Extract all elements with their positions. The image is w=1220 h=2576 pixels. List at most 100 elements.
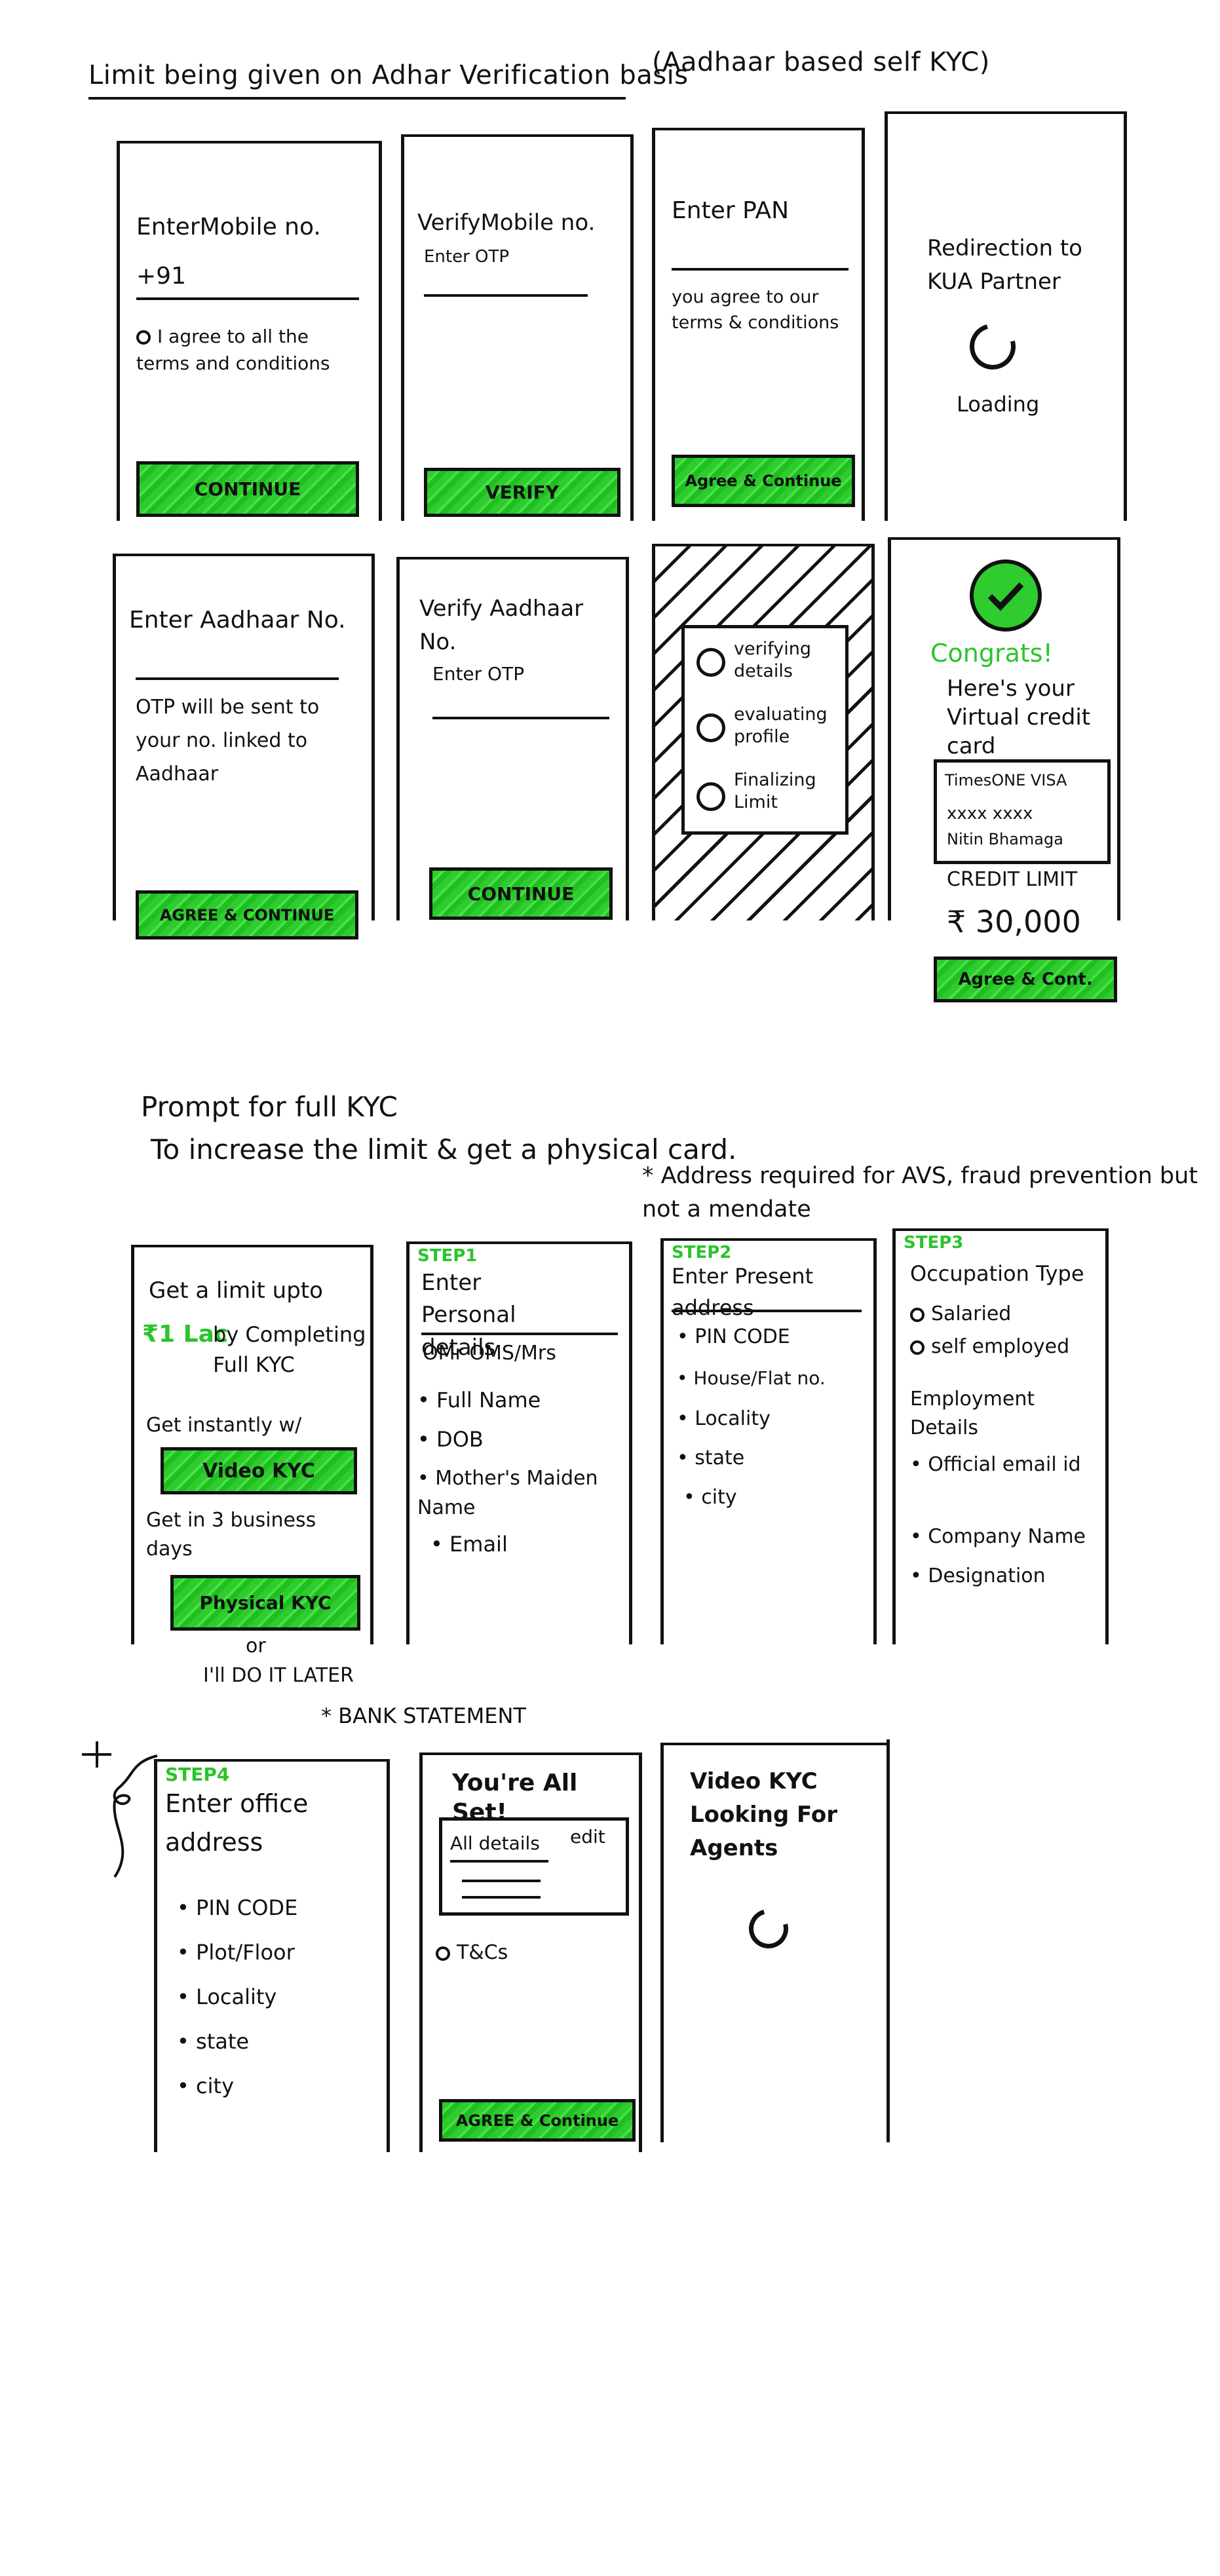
mobile-input[interactable] [136, 297, 359, 300]
field-locality[interactable]: Locality [177, 1982, 276, 2012]
country-code: +91 [136, 263, 186, 290]
field-email[interactable]: Email [430, 1529, 508, 1559]
checkbox-icon[interactable] [436, 1946, 450, 1961]
continue-button[interactable]: CONTINUE [429, 867, 613, 920]
screen-upgrade-kyc: Get a limit upto ₹1 Lac by Completing Fu… [131, 1245, 373, 1644]
screen-title: Enter PAN [672, 197, 790, 224]
limit-amount: ₹1 Lac [142, 1321, 229, 1348]
tnc-checkbox-row[interactable]: T&Cs [436, 1939, 508, 1967]
brace-plus-icon [82, 1741, 158, 1878]
details-line [462, 1880, 541, 1882]
agree-continue-button[interactable]: Agree & Continue [672, 455, 855, 507]
progress-popup: verifying details evaluating profile Fin… [681, 625, 848, 835]
loading-spinner-icon [742, 1902, 795, 1956]
screen-step1-personal: STEP1 Enter Personal details OMr OMS/Mrs… [406, 1241, 632, 1644]
or-text: or [246, 1635, 266, 1657]
step-label: STEP4 [165, 1764, 230, 1785]
occupation-title: Occupation Type [910, 1261, 1084, 1286]
full-kyc-prompt-subtitle: To increase the limit & get a physical c… [151, 1133, 737, 1165]
otp-label: Enter OTP [432, 663, 525, 685]
full-kyc-prompt-title: Prompt for full KYC [141, 1091, 398, 1123]
card-number: xxxx xxxx [947, 804, 1033, 824]
bank-statement-note: * BANK STATEMENT [321, 1703, 526, 1728]
field-pin-code[interactable]: PIN CODE [677, 1323, 790, 1352]
page-title: Limit being given on Adhar Verification … [88, 60, 689, 90]
terms-checkbox-row[interactable]: I agree to all the terms and conditions [136, 324, 366, 377]
screen-step2-present-address: STEP2 Enter Present address PIN CODE Hou… [660, 1238, 877, 1644]
aadhaar-input[interactable] [136, 677, 339, 680]
credit-limit-label: CREDIT LIMIT [947, 868, 1078, 891]
verify-button[interactable]: VERIFY [424, 468, 620, 517]
otp-input[interactable] [432, 717, 609, 719]
checkbox-icon[interactable] [136, 330, 151, 345]
pan-input[interactable] [672, 268, 848, 271]
otp-label: Enter OTP [424, 247, 510, 267]
screen-redirection: Redirection to KUA Partner Loading [885, 111, 1127, 521]
step-dot-icon [696, 648, 725, 677]
agree-continue-button[interactable]: AGREE & CONTINUE [136, 890, 358, 939]
do-it-later-link[interactable]: I'll DO IT LATER [203, 1664, 354, 1687]
screen-enter-aadhaar: Enter Aadhaar No. OTP will be sent to yo… [113, 554, 375, 939]
option-self-employed[interactable]: self employed [910, 1333, 1069, 1361]
pan-terms: you agree to our terms & conditions [672, 287, 839, 333]
page-subtitle: (Aadhaar based self KYC) [652, 47, 990, 77]
congrats-headline: Congrats! [930, 639, 1053, 668]
title-underline [88, 97, 626, 100]
progress-step-2: evaluating profile [734, 704, 828, 747]
field-pin-code[interactable]: PIN CODE [177, 1893, 297, 1923]
loading-spinner-icon [961, 315, 1024, 378]
edit-link[interactable]: edit [570, 1826, 605, 1847]
field-full-name[interactable]: Full Name [417, 1385, 541, 1415]
field-state[interactable]: state [677, 1444, 744, 1473]
screen-limit-progress: verifying details evaluating profile Fin… [652, 544, 875, 920]
screen-title: You're All Set! [452, 1770, 578, 1826]
progress-step-1: verifying details [734, 639, 811, 681]
step-label: STEP2 [672, 1243, 732, 1262]
field-dob[interactable]: DOB [417, 1424, 484, 1454]
loading-label: Loading [957, 392, 1040, 417]
title-underline [421, 1333, 618, 1335]
salutation-options[interactable]: OMr OMS/Mrs [423, 1342, 556, 1365]
screen-title: Video KYC Looking For Agents [690, 1768, 838, 1861]
virtual-card: TimesONE VISA xxxx xxxx Nitin Bhamaga [934, 759, 1111, 864]
agree-continue-button[interactable]: Agree & Cont. [934, 957, 1117, 1002]
redirect-title: Redirection to KUA Partner [927, 235, 1082, 295]
step-label: STEP1 [417, 1246, 478, 1266]
screen-title: Verify Aadhaar No. [419, 596, 584, 655]
field-designation[interactable]: Designation [910, 1562, 1045, 1591]
check-icon [970, 559, 1042, 632]
instant-text: Get instantly w/ [146, 1414, 302, 1437]
field-city[interactable]: city [177, 2071, 234, 2101]
progress-step-3: Finalizing Limit [734, 770, 816, 812]
screen-verify-mobile: VerifyMobile no. Enter OTP VERIFY [401, 134, 634, 521]
option-salaried[interactable]: Salaried [910, 1300, 1011, 1329]
tnc-label: T&Cs [457, 1941, 508, 1964]
option-label: self employed [931, 1335, 1070, 1358]
otp-input[interactable] [424, 294, 588, 297]
field-locality[interactable]: Locality [677, 1405, 771, 1433]
screen-verify-aadhaar: Verify Aadhaar No. Enter OTP CONTINUE [396, 557, 629, 920]
radio-icon[interactable] [910, 1340, 925, 1355]
step-dot-icon [696, 782, 725, 811]
limit-upto-text: Get a limit upto [149, 1278, 323, 1304]
screen-congrats: Congrats! Here's your Virtual credit car… [888, 537, 1120, 920]
screen-title: VerifyMobile no. [417, 210, 596, 236]
field-company-name[interactable]: Company Name [910, 1523, 1086, 1551]
option-label: Salaried [931, 1302, 1012, 1325]
business-days-text: Get in 3 business days [146, 1509, 316, 1561]
screen-step3-occupation: STEP3 Occupation Type Salaried self empl… [892, 1228, 1109, 1644]
agree-continue-button[interactable]: AGREE & Continue [439, 2099, 636, 2142]
field-plot-floor[interactable]: Plot/Floor [177, 1937, 295, 1967]
physical-kyc-button[interactable]: Physical KYC [170, 1575, 360, 1631]
card-holder-name: Nitin Bhamaga [947, 830, 1063, 848]
field-state[interactable]: state [177, 2026, 249, 2056]
screen-enter-mobile: EnterMobile no. +91 I agree to all the t… [117, 141, 382, 521]
radio-icon[interactable] [910, 1307, 925, 1322]
continue-button[interactable]: CONTINUE [136, 461, 359, 517]
field-official-email[interactable]: Official email id [910, 1450, 1100, 1479]
field-house[interactable]: House/Flat no. [677, 1365, 825, 1392]
video-kyc-button[interactable]: Video KYC [161, 1447, 357, 1494]
avs-note: * Address required for AVS, fraud preven… [642, 1163, 1198, 1222]
field-maiden-name[interactable]: Mother's Maiden Name [417, 1464, 627, 1523]
field-city[interactable]: city [683, 1483, 736, 1512]
